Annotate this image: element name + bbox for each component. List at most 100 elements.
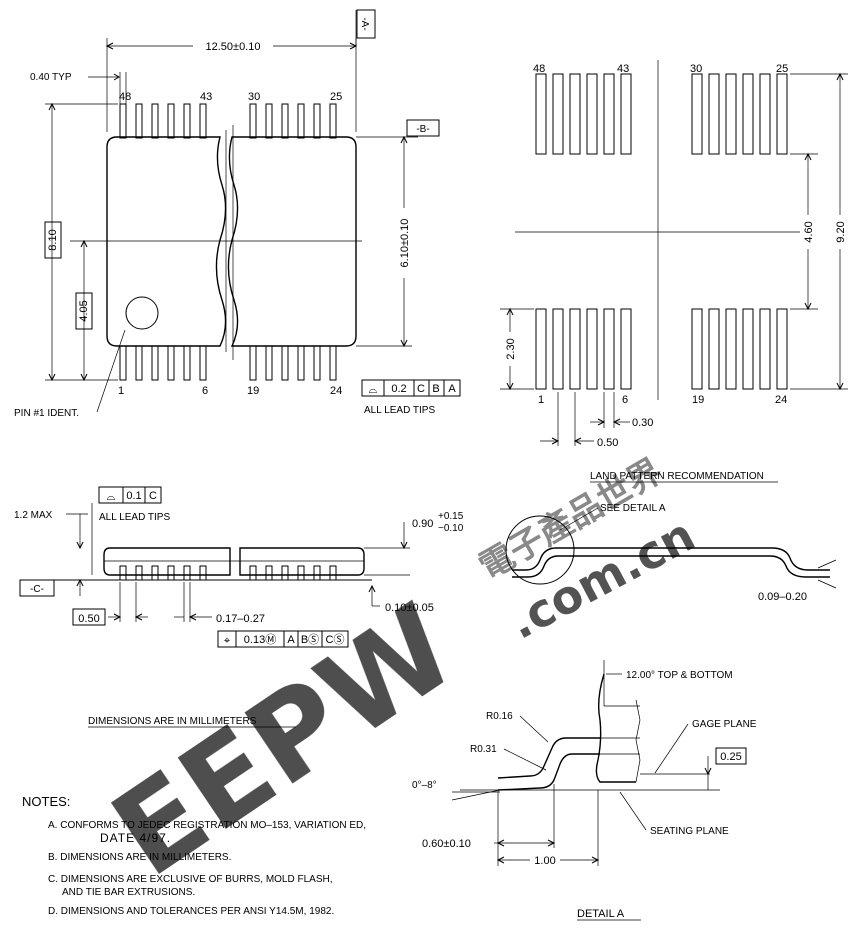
svg-text:0.1: 0.1: [126, 490, 141, 502]
svg-text:⌓: ⌓: [369, 384, 378, 396]
seating-plane-label: SEATING PLANE: [650, 826, 729, 837]
position-fcf: ⌖ 0.13Ⓜ A BⓈ CⓈ: [217, 630, 349, 648]
detail-lead-bottom: [497, 753, 600, 791]
note-c: C. DIMENSIONS ARE EXCLUSIVE OF BURRS, MO…: [48, 874, 333, 885]
profile-fcf: ⌓ 0.2 C B A: [361, 379, 461, 397]
body-width-dim: 6.10±0.10: [399, 219, 411, 268]
height-dim-box: [44, 221, 62, 259]
detail-lead-top: [497, 737, 600, 779]
svg-text:A: A: [448, 383, 456, 395]
lead-thickness: 0.09–0.20: [758, 591, 807, 603]
note-b: B. DIMENSIONS ARE IN MILLIMETERS.: [48, 852, 231, 863]
pin-43: 43: [200, 91, 212, 103]
svg-text:A: A: [287, 634, 295, 646]
detail-angle: 0°–8°: [412, 780, 437, 791]
pin-30: 30: [248, 91, 260, 103]
svg-text:0.13Ⓜ: 0.13Ⓜ: [244, 633, 276, 646]
detail-angle-top: 12.00° TOP & BOTTOM: [626, 670, 733, 681]
svg-text:CⓈ: CⓈ: [326, 633, 345, 646]
side-view: 1.2 MAX ⌓ 0.1 C ALL LEAD TIPS: [14, 486, 464, 648]
pin-48: 48: [119, 91, 131, 103]
pin-25: 25: [330, 91, 342, 103]
lp-pin-48: 48: [533, 63, 545, 75]
side-body-left: [103, 547, 231, 576]
detail-r1: R0.16: [486, 711, 513, 722]
lead-width: 0.17–0.27: [216, 613, 265, 625]
lp-outer-span: 9.20: [835, 221, 847, 242]
datum-a: -A-: [359, 17, 370, 30]
max-height: 1.2 MAX: [14, 510, 53, 521]
svg-text:BⓈ: BⓈ: [301, 633, 319, 646]
body-tol-plus: +0.15: [438, 511, 464, 522]
standoff: 0.10±0.05: [385, 602, 434, 614]
half-height-dim-box: [75, 292, 93, 330]
lp-pin-6: 6: [622, 394, 628, 406]
lp-pin-1: 1: [538, 394, 544, 406]
lp-pin-25: 25: [776, 63, 788, 75]
see-detail-a: SEE DETAIL A: [600, 503, 666, 514]
side-body-right: [239, 547, 365, 576]
datum-c-box: [19, 579, 55, 597]
lp-pads-bottom: [535, 308, 788, 390]
lp-inner-span: 4.60: [803, 221, 815, 242]
pin1-label: PIN #1 IDENT.: [14, 408, 79, 419]
notes-block: NOTES: A. CONFORMS TO JEDEC REGISTRATION…: [22, 794, 366, 917]
note-c2: AND TIE BAR EXTRUSIONS.: [62, 887, 195, 898]
body-tol-minus: −0.10: [438, 523, 464, 534]
lp-title: LAND PATTERN RECOMMENDATION: [590, 471, 764, 482]
top-view: -A- 12.50±0.10 0.40 TYP 48 43 30 25: [14, 9, 461, 419]
lp-pad-length: 2.30: [505, 338, 517, 359]
land-pattern: 48 43 30 25 4.60: [500, 60, 848, 483]
package-body-left: [106, 136, 227, 347]
svg-text:⌓: ⌓: [107, 491, 116, 503]
datum-c: -C-: [30, 584, 44, 595]
lead-profile-top: [512, 547, 830, 571]
pitch-box: [72, 608, 106, 626]
notes-heading: NOTES:: [22, 794, 70, 809]
half-height-dim: 4.05: [78, 300, 90, 321]
dims-note: DIMENSIONS ARE IN MILLIMETERS: [88, 716, 257, 727]
side-pitch: 0.50: [78, 613, 99, 625]
lp-pin-24: 24: [775, 394, 787, 406]
lp-pad-width: 0.30: [632, 417, 653, 429]
package-body-right: [227, 136, 357, 347]
flatness-note: ALL LEAD TIPS: [99, 512, 170, 523]
lp-pads-top: [535, 73, 788, 155]
datum-a-box: [356, 9, 376, 39]
gage-value-box: [715, 747, 747, 765]
lead-pitch-typ: 0.40 TYP: [30, 72, 72, 83]
lp-pin-30: 30: [690, 63, 702, 75]
note-a: A. CONFORMS TO JEDEC REGISTRATION MO–153…: [48, 820, 366, 831]
foot-length: 0.60±0.10: [422, 838, 471, 850]
svg-text:C: C: [417, 383, 425, 395]
detail-title: DETAIL A: [577, 908, 625, 920]
lead-profile-bottom: [512, 555, 830, 578]
note-a-date: DATE 4/97.: [100, 831, 171, 845]
lead-length: 1.00: [534, 855, 555, 867]
lp-pin-19: 19: [692, 394, 704, 406]
lead-profile: SEE DETAIL A 0.09–0.20: [505, 503, 837, 603]
overall-height-dim: 8.10: [47, 229, 59, 250]
detail-body-edge: [595, 673, 636, 783]
pin1-dot: [125, 296, 159, 330]
pin-1: 1: [118, 385, 124, 397]
note-d: D. DIMENSIONS AND TOLERANCES PER ANSI Y1…: [48, 906, 334, 917]
svg-text:C: C: [149, 490, 157, 502]
gage-value: 0.25: [720, 751, 741, 763]
svg-text:B: B: [432, 383, 439, 395]
pin-24: 24: [330, 385, 342, 397]
datum-b-box: [406, 119, 440, 137]
fcf-note: ALL LEAD TIPS: [364, 405, 435, 416]
gage-plane-label: GAGE PLANE: [692, 719, 757, 730]
body-thickness: 0.90: [412, 518, 433, 530]
lp-pin-43: 43: [617, 63, 629, 75]
watermark-eepw: EEPW: [88, 578, 478, 904]
svg-text:0.2: 0.2: [391, 383, 406, 395]
detail-circle: [505, 515, 575, 585]
datum-b: -B-: [416, 124, 429, 135]
pin-19: 19: [247, 385, 259, 397]
pin-6: 6: [202, 385, 208, 397]
flatness-fcf: ⌓ 0.1 C: [98, 486, 162, 504]
detail-a: 12.00° TOP & BOTTOM R0.16 R0.31 GAGE PLA…: [412, 660, 757, 921]
